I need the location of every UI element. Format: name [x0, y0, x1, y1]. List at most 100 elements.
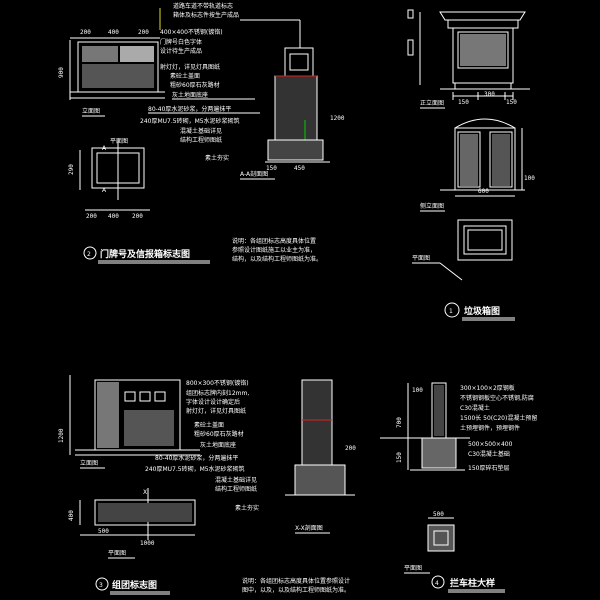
s2-note-13: 素土夯实 [205, 154, 229, 162]
section-3-number: 3 [99, 582, 103, 589]
s2-note-6: 素砼土盖面 [170, 72, 200, 80]
s3-note-5: 粗砂60厚石灰路材 [194, 430, 244, 438]
s2-dim-900: 900 [58, 67, 65, 78]
s3-remark-1: 图中，以及，以及结构工程师图纸为准。 [242, 586, 350, 594]
s3-note-7: 80-40厚水泥砂浆，分两遍抹平 [155, 454, 238, 462]
s3-note-6: 灰土地面底座 [200, 441, 236, 449]
s3-note-2: 字体设计设计确定后 [186, 398, 240, 406]
s2-remark-1: 参照设计图纸施工以业主为准， [232, 246, 316, 254]
s4-note-6: C30混凝土基础 [468, 450, 510, 458]
bollard-section: 700 150 100 [380, 382, 470, 471]
s2-cut-a-bottom: A [102, 187, 107, 194]
perforated-panel-pattern [460, 34, 506, 66]
s2-note-7: 粗砂60厚石灰路材 [170, 81, 220, 89]
s2-plan-label: 平面图 [110, 138, 128, 145]
section-4-title: 4 拦车柱大样 [431, 575, 505, 593]
s2-section-label: A-A剖面图 [240, 170, 268, 178]
trash-bin-plan: 平面图 [412, 219, 513, 281]
section-1-title: 1 垃圾箱图 [444, 302, 515, 321]
s4-note-3: 1500长 50(C20)混凝土预留 [460, 414, 537, 422]
s3-dim-1200: 1200 [58, 428, 65, 443]
s3-note-11: 素土夯实 [235, 504, 259, 512]
section-3-title: 3 组团标志图 [95, 577, 170, 595]
plan-label: 平面图 [412, 255, 430, 262]
dim-150a: 150 [458, 99, 469, 106]
s2-elev-label: 立面图 [82, 107, 100, 115]
side-elev-label: 侧立面图 [420, 202, 444, 210]
section-2-title-text: 门牌号及信报箱标志图 [100, 248, 190, 260]
bollard-plan: 500 平面图 [404, 511, 455, 574]
s2-note-3: 门牌号白色字体 [160, 38, 202, 46]
section-3-title-text: 组团标志图 [112, 579, 157, 591]
s2-cut-a-top: A [102, 145, 107, 152]
trash-bin-side-elevation: 600 侧立面图 100 [420, 118, 535, 212]
mailbox-elevation: 200 400 200 900 立面图 [58, 29, 165, 117]
s3-note-9: 混凝土基础详见 [215, 476, 257, 484]
s4-note-5: 500×500×400 [468, 441, 513, 448]
s4-note-2: C30混凝土 [460, 404, 490, 412]
s3-remark-0: 说明：各组团标志高度具体位置参照设计 [242, 577, 350, 585]
group-sign-plan: X 500 1000 400 平面图 [68, 488, 196, 559]
s3-dim-200: 200 [345, 445, 356, 452]
s2-dim-200b: 200 [138, 29, 149, 36]
s4-dim-700: 700 [396, 417, 403, 428]
s3-note-3: 射灯灯，详见灯具图纸 [186, 407, 246, 415]
s2-remark-2: 结构，以及结构工程师图纸为准。 [232, 255, 322, 263]
section-1-title-text: 垃圾箱图 [464, 305, 500, 317]
s3-elev-label: 立面图 [80, 459, 98, 467]
s2-note-2: 400×400不锈钢(镀铬) [160, 28, 223, 36]
s2-note-1: 箱体及标志件按生产成品 [173, 11, 239, 19]
s2-note-8: 灰土地面底座 [172, 91, 208, 99]
side-dim-100: 100 [524, 175, 535, 182]
s3-note-4: 素砼土盖面 [194, 421, 224, 429]
s2-dim-400b: 400 [108, 213, 119, 220]
section-2-mailbox-sign: 200 400 200 900 立面图 A A 290 200 400 [58, 2, 345, 264]
s2-note-9: 80-40厚水泥砂浆，分两遍抹平 [148, 105, 231, 113]
s3-remark: 说明：各组团标志高度具体位置参照设计 图中，以及，以及结构工程师图纸为准。 [242, 577, 350, 594]
front-elev-label: 正立面图 [420, 99, 444, 107]
s3-plan-label: 平面图 [108, 550, 126, 557]
section-1-trash-bin: 150 300 150 正立面图 600 侧立面图 100 [407, 9, 535, 321]
s3-note-0: 800×300不锈钢(镀铬) [186, 379, 249, 387]
section-2-number: 2 [87, 251, 91, 258]
s2-note-4: 设计待生产成品 [160, 47, 202, 55]
s4-note-1: 不锈钢钢板空心不锈钢,防腐 [460, 394, 534, 402]
s2-note-5: 射灯灯，详见灯具图纸 [160, 63, 220, 71]
trash-bin-front-elevation: 150 300 150 正立面图 [407, 9, 530, 109]
section-2-title: 2 门牌号及信报箱标志图 [83, 246, 210, 264]
s2-dim-200d: 200 [132, 213, 143, 220]
s2-remark-0: 说明：各组团标志高度具体位置 [232, 237, 316, 245]
s4-plan-label: 平面图 [404, 565, 422, 572]
dim-300: 300 [484, 91, 495, 98]
s3-note-8: 240厚MU7.5砖砌，M5水泥砂浆砌筑 [145, 465, 245, 473]
s4-notes: 300×100×2厚钢板 不锈钢钢板空心不锈钢,防腐 C30混凝土 1500长 … [460, 384, 537, 472]
s2-dim-400: 400 [108, 29, 119, 36]
s3-note-10: 结构工程师图纸 [215, 485, 257, 493]
s2-dim-150: 150 [266, 165, 277, 172]
s2-remark: 说明：各组团标志高度具体位置 参照设计图纸施工以业主为准， 结构，以及结构工程师… [232, 237, 322, 263]
s2-dim-450: 450 [294, 165, 305, 172]
s2-notes: 道路车道不带轨道标志 箱体及标志件按生产成品 400×400不锈钢(镀铬) 门牌… [140, 2, 301, 162]
mailbox-section-aa: 150 450 1200 A-A剖面图 [240, 47, 345, 180]
s3-section-label: X-X剖面图 [295, 524, 323, 532]
s2-dim-200a: 200 [80, 29, 91, 36]
s2-note-12: 结构工程师图纸 [180, 136, 222, 144]
dim-150b: 150 [506, 99, 517, 106]
s2-note-11: 混凝土基础详见 [180, 127, 222, 135]
s4-note-4: 土预埋钢件，预埋钢件 [460, 424, 520, 432]
s2-dim-1200: 1200 [330, 115, 345, 122]
mailbox-plan: A A 290 200 400 200 平面图 [68, 138, 150, 220]
section-4-title-text: 拦车柱大样 [450, 577, 495, 589]
section-1-number: 1 [449, 308, 453, 315]
section-4-bollard: 700 150 100 500 平面图 300×100×2厚钢板 不锈钢钢板空心… [380, 382, 537, 593]
s3-notes: 800×300不锈钢(镀铬) 组团标志牌内刻12mm, 字体设计设计确定后 射灯… [145, 379, 259, 512]
section-4-number: 4 [435, 580, 439, 587]
s2-dim-290: 290 [68, 164, 75, 175]
s2-dim-200c: 200 [86, 213, 97, 220]
s4-dim-500: 500 [433, 511, 444, 518]
side-dim-600: 600 [478, 188, 489, 195]
s3-cut-x-top: X [143, 489, 147, 496]
s4-dim-100: 100 [412, 387, 423, 394]
